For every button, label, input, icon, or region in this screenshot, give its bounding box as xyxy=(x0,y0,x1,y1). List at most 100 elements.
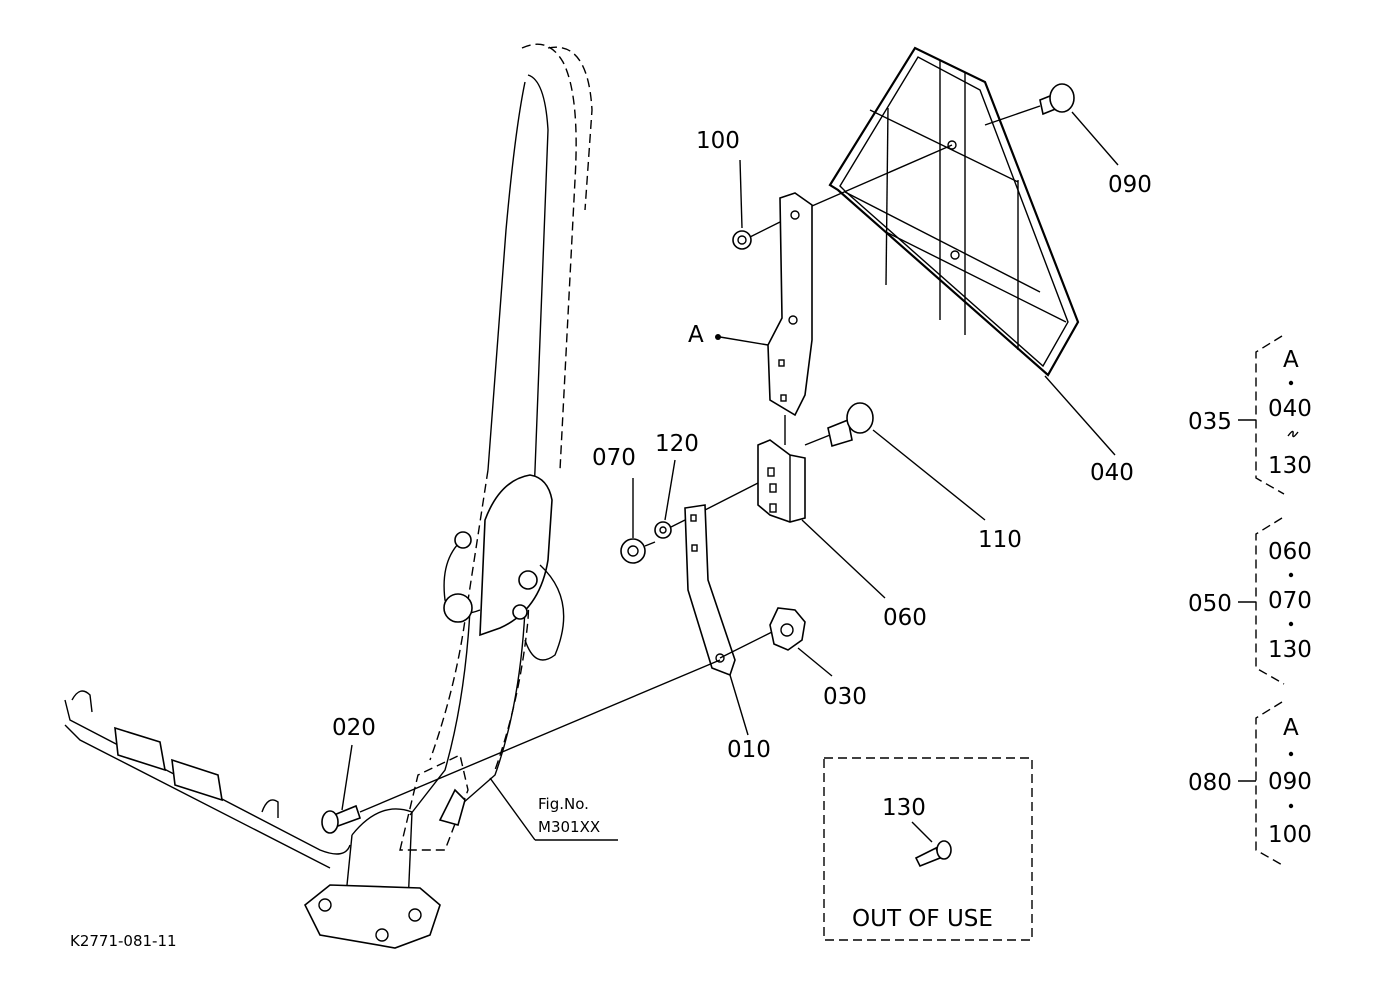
callout-070: 070 xyxy=(592,445,636,471)
leader-130 xyxy=(911,821,933,843)
pillar-hidden-outline xyxy=(521,43,577,471)
arm-010-slot-2 xyxy=(691,544,698,552)
grille-bar-h3 xyxy=(885,231,1067,323)
pillar-lower-edge-2 xyxy=(454,609,526,811)
base-plate xyxy=(303,884,441,949)
washer-120 xyxy=(654,521,672,539)
bracket-A-slot-2 xyxy=(780,394,787,402)
group-080-sep-2 xyxy=(1288,803,1294,809)
out-of-use-caption: OUT OF USE xyxy=(852,906,993,932)
pillar-lower-edge xyxy=(409,609,471,816)
rail-tab-1 xyxy=(71,690,93,713)
out-of-use-part: 130 xyxy=(882,795,926,821)
axis-030 xyxy=(719,631,773,659)
pillar-knob xyxy=(443,593,473,623)
callout-010: 010 xyxy=(727,737,771,763)
arm-010-hole xyxy=(715,653,725,663)
group-080: 080 A 090 100 xyxy=(1188,701,1312,867)
bracket-A-slot-1 xyxy=(778,359,785,367)
leader-090 xyxy=(1071,111,1119,166)
nut-100-hole xyxy=(737,235,747,245)
spacer-070 xyxy=(620,538,646,564)
bracket-A-body xyxy=(767,192,813,417)
group-050-id: 050 xyxy=(1188,591,1232,617)
lock-pin xyxy=(512,604,528,620)
group-035-id: 035 xyxy=(1188,409,1232,435)
out-of-use-box: 130 OUT OF USE xyxy=(823,757,1033,941)
group-035-item-1: A xyxy=(1283,347,1299,373)
leader-A-dot xyxy=(715,334,721,340)
knob-030 xyxy=(769,607,806,651)
bracket-A-hole-top xyxy=(790,210,800,220)
leader-100 xyxy=(739,159,743,229)
grille-040 xyxy=(828,46,1080,377)
axis-070-120 xyxy=(644,541,656,547)
callout-060: 060 xyxy=(883,605,927,631)
group-050-item-2: 070 xyxy=(1268,588,1312,614)
rail-tab-2 xyxy=(261,799,279,818)
grille-bar-v3 xyxy=(885,107,889,286)
callout-020: 020 xyxy=(332,715,376,741)
leader-060 xyxy=(801,519,886,599)
arm-010-slot-1 xyxy=(690,514,697,522)
group-080-sep-1 xyxy=(1288,751,1294,757)
group-050-item-3: 130 xyxy=(1268,637,1312,663)
out-of-use-frame xyxy=(823,757,1033,941)
leader-030 xyxy=(797,647,833,677)
group-050: 050 060 070 130 xyxy=(1188,517,1312,685)
bracket-nut xyxy=(518,570,538,590)
lower-clamp-hidden xyxy=(399,753,469,851)
rail-pad-1 xyxy=(114,726,167,772)
nut-100 xyxy=(732,230,752,250)
fig-ref-line2: M301XX xyxy=(538,818,600,836)
callout-030: 030 xyxy=(823,684,867,710)
leader-020 xyxy=(341,744,353,811)
pillar-edge-left xyxy=(487,81,526,471)
pillar-hidden-outline-2 xyxy=(547,46,593,211)
pillar-lower-hidden xyxy=(429,469,489,761)
grille-hole-2 xyxy=(950,250,960,260)
leader-fig xyxy=(489,777,536,841)
bracket-060-body xyxy=(757,439,806,523)
assembly-lines xyxy=(359,105,1041,813)
grille-bar-h1 xyxy=(869,109,1019,183)
pillar-pin-head xyxy=(454,531,472,549)
leader-A xyxy=(719,336,769,346)
bracket-060-slot-1 xyxy=(767,467,775,477)
small-parts xyxy=(321,83,1075,834)
leader-010 xyxy=(729,674,749,736)
axis-grille-top xyxy=(811,144,953,207)
bracket-A xyxy=(767,192,813,417)
leader-120 xyxy=(664,459,676,521)
base-hole-2 xyxy=(408,908,422,922)
bolt-130-head xyxy=(936,840,952,860)
base-hole-1 xyxy=(318,898,332,912)
side-rail-bottom xyxy=(64,724,331,869)
drawing-code: K2771-081-11 xyxy=(70,932,177,950)
frame-pillar xyxy=(64,43,593,949)
fig-ref-line1: Fig.No. xyxy=(538,795,589,813)
base-hole-3 xyxy=(375,928,389,942)
lanyard-right xyxy=(524,564,565,661)
group-080-brace xyxy=(1255,701,1285,867)
group-080-item-3: 100 xyxy=(1268,822,1312,848)
group-035-item-3: 130 xyxy=(1268,453,1312,479)
callout-110: 110 xyxy=(978,527,1022,553)
group-080-id: 080 xyxy=(1188,770,1232,796)
group-035-sep-2 xyxy=(1287,430,1299,438)
callout-040: 040 xyxy=(1090,460,1134,486)
bracket-060 xyxy=(757,439,806,523)
axis-100 xyxy=(749,221,781,238)
group-080-item-2: 090 xyxy=(1268,769,1312,795)
bolt-110-head xyxy=(846,402,874,434)
leader-lines xyxy=(341,111,1119,841)
group-035: 035 A 040 130 xyxy=(1188,335,1312,495)
axis-010-060 xyxy=(704,482,759,511)
group-080-item-1: A xyxy=(1283,715,1299,741)
leader-110 xyxy=(872,429,986,521)
bolt-090-head xyxy=(1049,83,1075,113)
callout-labels: 100 090 A 040 120 070 110 060 030 020 01… xyxy=(70,128,1152,950)
grille-inner-frame xyxy=(839,56,1069,368)
